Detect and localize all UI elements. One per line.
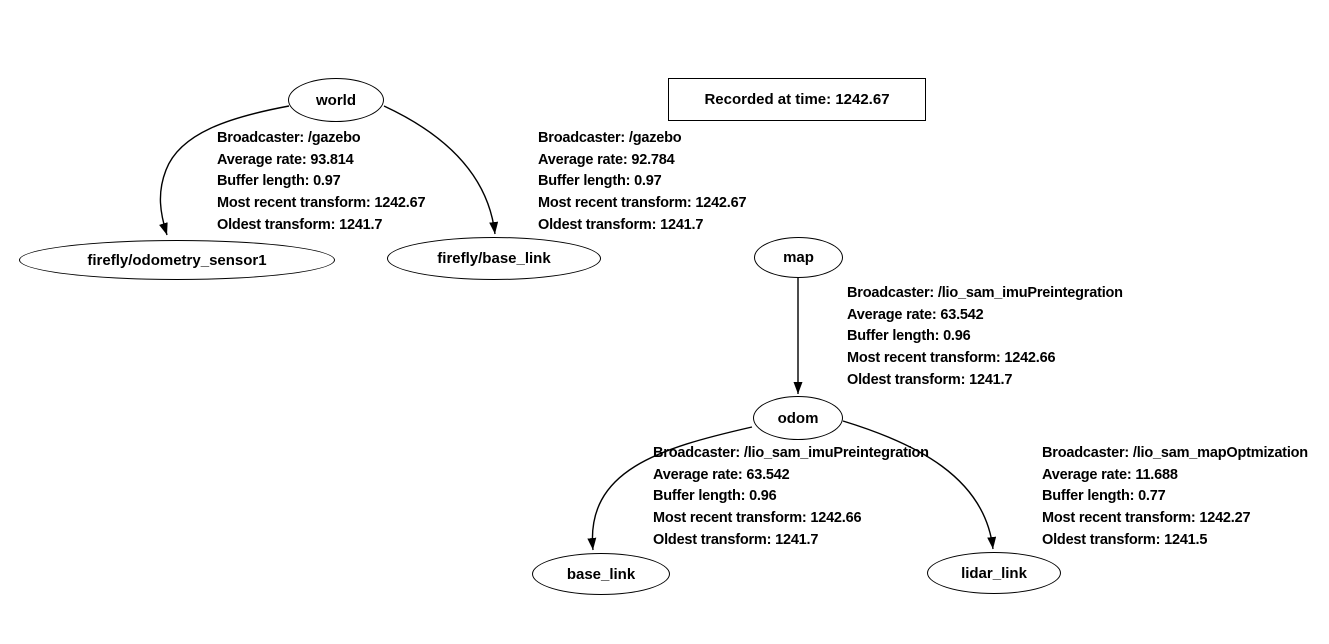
edge-label-line: Most recent transform: 1242.67 [538, 195, 747, 212]
node-firefly-base-link-label: firefly/base_link [437, 250, 551, 267]
edge-label-line: Oldest transform: 1241.7 [538, 216, 704, 233]
edge-label-world-odometry-sensor1: Broadcaster: /gazebo Average rate: 93.81… [217, 128, 426, 237]
edge-label-line: Average rate: 93.814 [217, 151, 354, 168]
edge-label-line: Buffer length: 0.77 [1042, 488, 1166, 505]
edge-label-line: Most recent transform: 1242.27 [1042, 510, 1251, 527]
node-base-link-label: base_link [566, 565, 636, 583]
edge-label-line: Buffer length: 0.96 [847, 328, 971, 345]
recorded-time-box: Recorded at time: 1242.67 [668, 78, 926, 121]
edge-label-line: Broadcaster: /lio_sam_imuPreintegration [653, 445, 929, 461]
node-world: world [288, 78, 384, 122]
edge-label-line: Average rate: 63.542 [653, 466, 790, 483]
edge-label-line: Buffer length: 0.96 [653, 488, 777, 505]
edge-label-line: Most recent transform: 1242.66 [847, 350, 1056, 367]
edge-label-line: Broadcaster: /lio_sam_imuPreintegration [847, 285, 1123, 301]
edge-label-line: Buffer length: 0.97 [217, 173, 341, 190]
edge-label-line: Average rate: 63.542 [847, 306, 984, 323]
edge-label-line: Broadcaster: /gazebo [538, 130, 682, 146]
edge-odom-to-lidar-link [842, 420, 997, 550]
edge-label-odom-base-link: Broadcaster: /lio_sam_imuPreintegration … [653, 443, 929, 552]
edge-world-to-firefly-base-link [383, 105, 499, 235]
node-odom-label: odom [777, 409, 819, 427]
edge-label-line: Buffer length: 0.97 [538, 173, 662, 190]
edge-label-line: Oldest transform: 1241.7 [217, 216, 383, 233]
edge-label-line: Oldest transform: 1241.7 [653, 531, 819, 548]
edge-label-odom-lidar-link: Broadcaster: /lio_sam_mapOptmization Ave… [1042, 443, 1308, 552]
edge-odom-to-base-link [587, 426, 753, 551]
node-lidar-link-label: lidar_link [961, 564, 1027, 582]
edge-label-line: Average rate: 11.688 [1042, 466, 1178, 483]
edge-label-line: Broadcaster: /gazebo [217, 130, 361, 146]
node-world-label: world [316, 91, 356, 109]
edge-label-line: Most recent transform: 1242.67 [217, 195, 426, 212]
edge-label-line: Most recent transform: 1242.66 [653, 510, 862, 527]
edge-label-line: Oldest transform: 1241.7 [847, 371, 1013, 388]
node-base-link: base_link [532, 553, 670, 595]
edge-label-line: Average rate: 92.784 [538, 151, 675, 168]
node-firefly-odometry-sensor1-label: firefly/odometry_sensor1 [87, 251, 267, 269]
node-map-label: map [783, 249, 814, 266]
edge-label-map-odom: Broadcaster: /lio_sam_imuPreintegration … [847, 283, 1123, 392]
edge-world-to-firefly-odometry-sensor1 [159, 105, 290, 236]
recorded-time-label: Recorded at time: 1242.67 [704, 91, 890, 108]
node-odom: odom [753, 396, 843, 440]
edge-label-line: Broadcaster: /lio_sam_mapOptmization [1042, 445, 1308, 461]
edge-label-line: Oldest transform: 1241.5 [1042, 531, 1208, 548]
node-firefly-base-link: firefly/base_link [387, 237, 601, 280]
node-firefly-odometry-sensor1: firefly/odometry_sensor1 [19, 240, 335, 280]
node-lidar-link: lidar_link [927, 552, 1061, 594]
edge-label-world-firefly-base-link: Broadcaster: /gazebo Average rate: 92.78… [538, 128, 747, 237]
node-map: map [754, 237, 843, 278]
